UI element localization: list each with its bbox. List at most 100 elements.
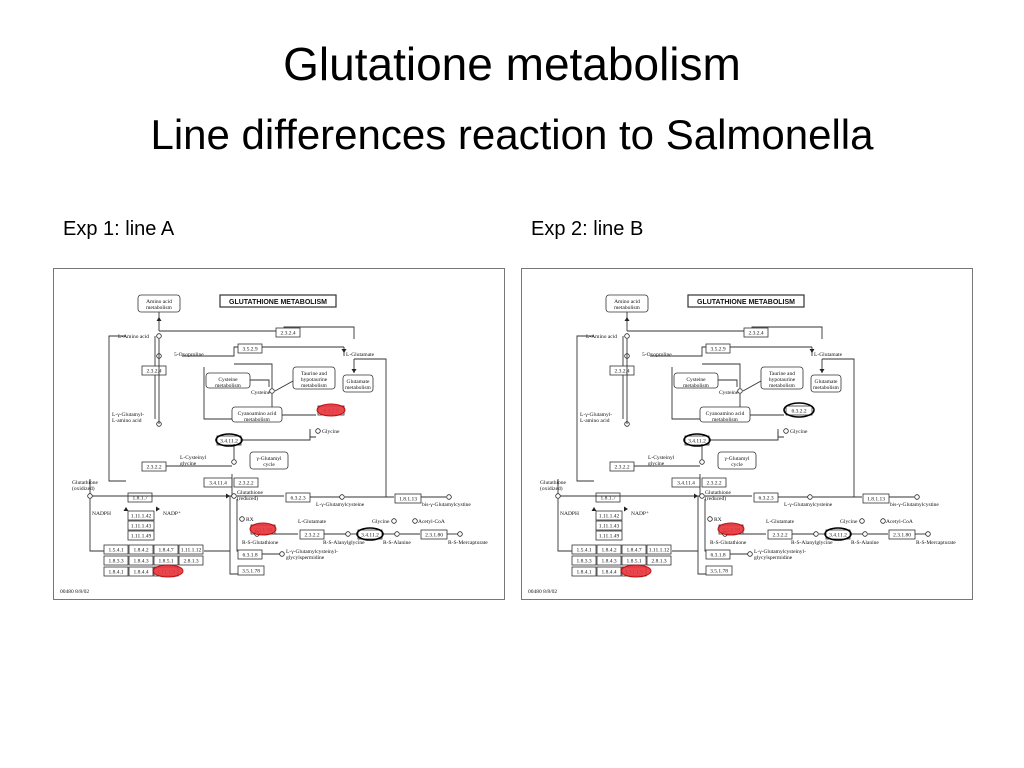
glutamyl-cycle-box xyxy=(717,451,757,470)
r-s-alanine: R-S-Alanine xyxy=(383,540,411,546)
glutathione-oxidized-node xyxy=(555,493,561,499)
glutathione-reduced-node xyxy=(231,493,237,499)
acetyl-coa: Acetyl-CoA xyxy=(886,519,913,525)
pathway-line xyxy=(229,496,238,575)
enzyme-6323-box xyxy=(753,492,779,503)
map-header-box xyxy=(219,294,337,308)
grid-enzyme-2-1-label: 1.8.4.4 xyxy=(601,570,616,576)
arrow-head xyxy=(156,506,160,512)
pathway-line xyxy=(274,380,294,392)
enzyme-11149-label: 1.11.1.49 xyxy=(131,534,152,540)
grid-enzyme-2-1-label: 1.8.4.4 xyxy=(133,570,148,576)
arrow-head xyxy=(341,349,347,353)
r-s-glutathione: R-S-Glutathione xyxy=(710,540,747,546)
enzyme-35178-label: 3.5.1.78 xyxy=(710,569,728,575)
enzyme-11149-label: 1.11.1.49 xyxy=(599,534,620,540)
enzyme-6318-box xyxy=(237,549,263,560)
pathway-line xyxy=(241,431,311,441)
enzyme-23180-label: 2.3.1.80 xyxy=(425,533,443,539)
map-header: GLUTATHIONE METABOLISM xyxy=(697,299,795,306)
enzyme-11142-label: 1.11.1.42 xyxy=(599,514,620,520)
grid-enzyme-1-2-label: 1.8.5.1 xyxy=(626,559,641,565)
pathway-line xyxy=(182,346,344,357)
line-bottom-left xyxy=(89,499,124,552)
enzyme-2322c-box xyxy=(767,529,793,540)
enzyme-23180-box xyxy=(888,529,916,540)
l-amino-acid-node xyxy=(624,333,630,339)
rx: RX xyxy=(714,517,722,523)
enzyme-1817-label: 1.8.1.7 xyxy=(600,496,615,502)
highlight-11119 xyxy=(152,564,184,578)
cysteinyl-glycine-node xyxy=(231,459,237,465)
glycine-2: Glycine xyxy=(840,519,858,525)
grid-enzyme-2-0-label: 1.8.4.1 xyxy=(108,570,123,576)
ring-3411b xyxy=(824,527,852,541)
enzyme-2324b-box xyxy=(743,327,769,338)
enzyme-2324b-box xyxy=(275,327,301,338)
nadp: NADP⁺ xyxy=(163,510,181,517)
grid-enzyme-2-0-label: 1.8.4.1 xyxy=(576,570,591,576)
map-footer: 00480 8/8/02 xyxy=(528,589,557,595)
grid-enzyme-0-0-label: 1.5.4.1 xyxy=(108,548,123,554)
enzyme-3411-box xyxy=(684,435,710,446)
enzyme-2324b-label: 2.3.2.4 xyxy=(748,331,763,337)
grid-enzyme-1-3-box xyxy=(646,555,672,566)
glutamylcysteinyl-glycylspermidine: L-γ-Glutamylcysteinyl-glycylspermidine xyxy=(754,549,806,561)
enzyme-6318-label: 6.3.1.8 xyxy=(242,553,257,559)
enzyme-6318-box xyxy=(705,549,731,560)
arrow-head xyxy=(624,506,628,512)
enzyme-11143-label: 1.11.1.43 xyxy=(599,524,620,530)
glutathione-reduced: Glutathione(reduced) xyxy=(705,490,732,502)
arrow-head xyxy=(156,317,162,321)
enzyme-3411-box xyxy=(216,435,242,446)
enzyme-2324a-label: 2.3.2.4 xyxy=(614,369,629,375)
grid-enzyme-0-2-label: 1.8.4.7 xyxy=(626,548,641,554)
acetyl-coa: Acetyl-CoA xyxy=(418,519,445,525)
enzyme-18113-label: 1.8.1.13 xyxy=(399,497,417,503)
glutamylcysteine-node xyxy=(807,494,813,500)
enzyme-11143-box xyxy=(127,520,155,531)
bis-glutamylcystine-node xyxy=(446,494,452,500)
pathway-line xyxy=(234,363,273,388)
glycine-2-node xyxy=(859,518,865,524)
r-s-alanylglycine: R-S-Alanylglycine xyxy=(323,540,365,546)
glutathione-oxidized: Glutathione(oxidized) xyxy=(540,480,567,492)
pathway-line xyxy=(709,431,779,441)
s-oxoproline: 5-Oxoproline xyxy=(642,352,672,358)
grid-enzyme-1-1-label: 1.8.4.3 xyxy=(133,559,148,565)
glycine-2-node xyxy=(391,518,397,524)
enzyme-11149-box xyxy=(127,530,155,541)
enzyme-2322c-label: 2.3.2.2 xyxy=(304,533,319,539)
enzyme-35178-label: 3.5.1.78 xyxy=(242,569,260,575)
grid-enzyme-1-1-label: 1.8.4.3 xyxy=(601,559,616,565)
enzyme-2324a-label: 2.3.2.4 xyxy=(146,369,161,375)
glycine: Glycine xyxy=(322,429,340,435)
acetyl-coa-node xyxy=(412,518,418,524)
r-s-mercapturate-node xyxy=(925,531,931,537)
pathway-line xyxy=(627,326,823,339)
cyanoamino-metabolism-box xyxy=(231,406,283,423)
grid-enzyme-0-0-label: 1.5.4.1 xyxy=(576,548,591,554)
arrow-head xyxy=(591,507,597,511)
enzyme-1817-box xyxy=(127,492,153,503)
taurine-metabolism-box xyxy=(292,366,336,390)
arrow-head xyxy=(226,493,230,499)
grid-enzyme-0-3-box xyxy=(178,544,204,555)
enzyme-2322c-label: 2.3.2.2 xyxy=(772,533,787,539)
grid-enzyme-1-3-label: 2.8.1.3 xyxy=(651,559,666,565)
arrow-head xyxy=(123,507,129,511)
acetyl-coa-node xyxy=(880,518,886,524)
glutathione-reduced: Glutathione(reduced) xyxy=(237,490,264,502)
grid-enzyme-0-1-box xyxy=(596,544,622,555)
pathway-line xyxy=(159,326,355,339)
slide-subtitle: Line differences reaction to Salmonella xyxy=(150,111,874,158)
map-header-box xyxy=(687,294,805,308)
grid-enzyme-1-0-label: 1.8.3.3 xyxy=(108,559,123,565)
